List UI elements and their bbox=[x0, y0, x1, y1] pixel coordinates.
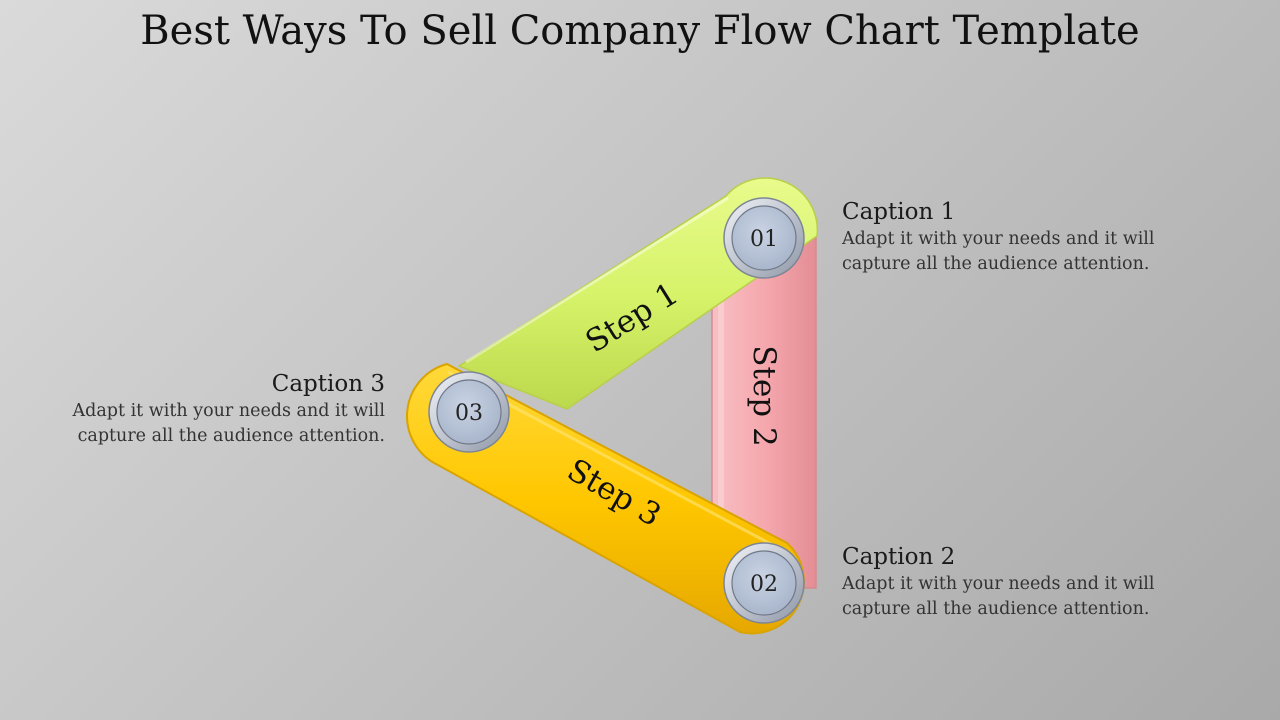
caption-1-line-1: Adapt it with your needs and it will bbox=[842, 229, 1155, 249]
caption-3-line-2: capture all the audience attention. bbox=[77, 426, 385, 446]
step-3-badge: 03 bbox=[428, 371, 510, 453]
caption-1-line-2: capture all the audience attention. bbox=[842, 254, 1150, 274]
caption-3-body: Adapt it with your needs and it will cap… bbox=[40, 399, 386, 449]
caption-1-body: Adapt it with your needs and it will cap… bbox=[842, 227, 1202, 277]
caption-2-line-2: capture all the audience attention. bbox=[842, 599, 1150, 619]
caption-2: Caption 2 Adapt it with your needs and i… bbox=[842, 544, 1202, 622]
step-1-badge: 01 bbox=[723, 197, 805, 279]
caption-1: Caption 1 Adapt it with your needs and i… bbox=[842, 199, 1202, 277]
page-title: Best Ways To Sell Company Flow Chart Tem… bbox=[140, 8, 1140, 54]
step-2-label: Step 2 bbox=[746, 345, 782, 446]
caption-2-title: Caption 2 bbox=[842, 544, 956, 570]
step-1-number: 01 bbox=[750, 227, 778, 252]
caption-3-title: Caption 3 bbox=[271, 371, 385, 397]
caption-2-body: Adapt it with your needs and it will cap… bbox=[842, 572, 1202, 622]
step-2-badge: 02 bbox=[723, 542, 805, 624]
caption-3-line-1: Adapt it with your needs and it will bbox=[72, 401, 386, 421]
caption-2-line-1: Adapt it with your needs and it will bbox=[842, 574, 1155, 594]
caption-3: Caption 3 Adapt it with your needs and i… bbox=[40, 371, 386, 449]
step-3-number: 03 bbox=[455, 401, 483, 426]
caption-1-title: Caption 1 bbox=[842, 199, 956, 225]
step-2-number: 02 bbox=[750, 572, 778, 597]
